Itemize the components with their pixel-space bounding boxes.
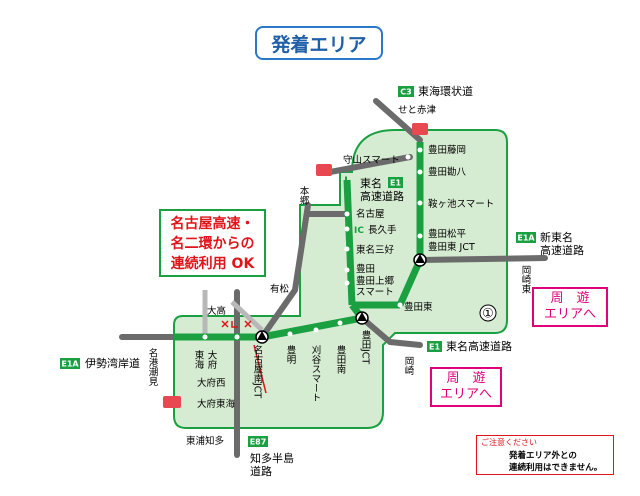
page-title: 発着エリア — [255, 26, 383, 60]
station-arimatsu: 有松 — [270, 283, 290, 295]
station-toyota: 豊田 — [356, 263, 375, 275]
station-higashiura-chita: 東浦知多 — [186, 435, 224, 447]
station-toyota-higashi-jct: 豊田東 JCT — [428, 241, 475, 253]
station-toyota-kamigo-smart: スマート — [356, 287, 394, 298]
notice-line-2: 連続利用はできません。 — [509, 463, 603, 473]
no-exit-moriyama-icon — [316, 164, 332, 176]
departure-arrival-area — [173, 129, 508, 429]
shuyu-2-line-2: エリアへ — [439, 387, 492, 402]
ic-dots — [202, 147, 423, 340]
c3-badge: C3 — [400, 88, 411, 97]
e1-east-badge: E1 — [429, 343, 440, 352]
shuyu-area-box-2[interactable]: 周 遊 エリアへ — [430, 367, 502, 407]
station-obu-tokai: 大府東海 — [197, 398, 236, 410]
station-kuragaike-smart: 鞍ヶ池スマート — [428, 198, 494, 210]
station-moriyama-smart: 守山スマート — [343, 154, 400, 166]
e1a-badge: E1A — [517, 234, 535, 243]
shuyu-1-line-2: エリアへ — [543, 307, 596, 322]
station-toyoake: 豊明 — [285, 344, 297, 365]
jct-triangle-icon — [257, 331, 267, 340]
svg-text:東名: 東名 — [360, 176, 382, 190]
station-okazaki: 岡崎 — [403, 356, 415, 375]
shuyu-area-box-1[interactable]: 周 遊 エリアへ — [532, 287, 608, 327]
station-toyotahigashi: 豊田東 — [404, 301, 433, 313]
shuyu-1-line-1: 周 遊 — [550, 291, 590, 306]
station-toyota-minami: 豊田南 — [335, 344, 347, 373]
station-nagoya-minami-jct: 名古屋南JCT — [252, 344, 264, 398]
station-okazaki-higashi: 岡崎東 — [520, 265, 532, 294]
station-tokai: 東海 — [193, 349, 205, 370]
callout-line-3: 連続利用 OK — [170, 256, 255, 272]
no-exit-setoakazu-icon — [412, 123, 428, 135]
notice-caution: ご注意ください — [481, 438, 537, 447]
station-setoakazu: せと赤津 — [398, 105, 437, 116]
station-toyota-matsudaira: 豊田松平 — [428, 228, 467, 240]
e1-badge: E1 — [390, 179, 401, 188]
station-obu-nishi: 大府西 — [197, 377, 226, 389]
jct-symbols — [255, 253, 427, 344]
callout-line-2: 名二環からの — [170, 236, 255, 252]
light-gray-routes — [202, 290, 264, 337]
no-through-icons — [221, 320, 252, 328]
e87-badge: E87 — [250, 438, 267, 447]
smart-ic-icon: IC — [354, 226, 364, 236]
shuyu-2-line-1: 周 遊 — [446, 371, 486, 386]
route-number-1: ① — [482, 307, 494, 322]
chita-road-name: 知多半島 道路 — [250, 451, 294, 478]
station-toyota-jct: 豊田JCT — [360, 329, 372, 364]
station-tomei-miyoshi: 東名三好 — [356, 244, 395, 256]
station-hongo: 本郷 — [298, 185, 310, 206]
shintomei-road-name: 新東名 高速道路 — [540, 230, 584, 257]
road-badges: C3 E1 E1A E1 E1A E87 — [60, 86, 536, 447]
no-entry-icon — [221, 320, 238, 328]
isewan-road-name: 伊勢湾岸道 — [85, 356, 140, 370]
gray-routes — [119, 98, 548, 458]
tomei-east-road-name: 東名高速道路 — [446, 339, 512, 353]
station-odaka: 大高 — [207, 305, 226, 317]
station-kariya-smart: 刈谷スマート — [310, 344, 322, 402]
svg-text:高速道路: 高速道路 — [360, 189, 404, 203]
station-toyota-kanpachi: 豊田勘八 — [428, 166, 467, 178]
vertical-labels: 本郷 東海 大府 名古屋南JCT 豊明 刈谷スマート 豊田南 豊田JCT 名港潮… — [147, 185, 532, 402]
notice-box: ご注意ください 発着エリア外との 連続利用はできません。 — [476, 435, 614, 475]
notice-line-1: 発着エリア外との — [509, 451, 577, 461]
no-exit-obu-tokai-icon — [163, 396, 181, 408]
tomei-road-name: 東名 高速道路 — [360, 176, 404, 203]
station-nagoya: 名古屋 — [356, 208, 385, 220]
svg-text:高速道路: 高速道路 — [540, 243, 584, 257]
c3-road-name: 東海環状道 — [418, 84, 473, 98]
svg-text:新東名: 新東名 — [540, 230, 573, 244]
e1a-isewan-badge: E1A — [61, 360, 79, 369]
svg-text:道路: 道路 — [250, 464, 272, 478]
station-toyota-kamigo: 豊田上郷 — [356, 275, 395, 287]
station-nagakute: 長久手 — [368, 224, 397, 236]
station-obu: 大府 — [206, 349, 218, 370]
callout-line-1: 名古屋高速・ — [170, 216, 255, 232]
nagoya-expressway-callout: 名古屋高速・ 名二環からの 連続利用 OK — [159, 209, 266, 277]
station-toyota-fujioka: 豊田藤岡 — [428, 144, 466, 156]
svg-text:知多半島: 知多半島 — [250, 451, 294, 465]
station-nagoya-minato-shiomi: 名港潮見 — [147, 347, 159, 387]
